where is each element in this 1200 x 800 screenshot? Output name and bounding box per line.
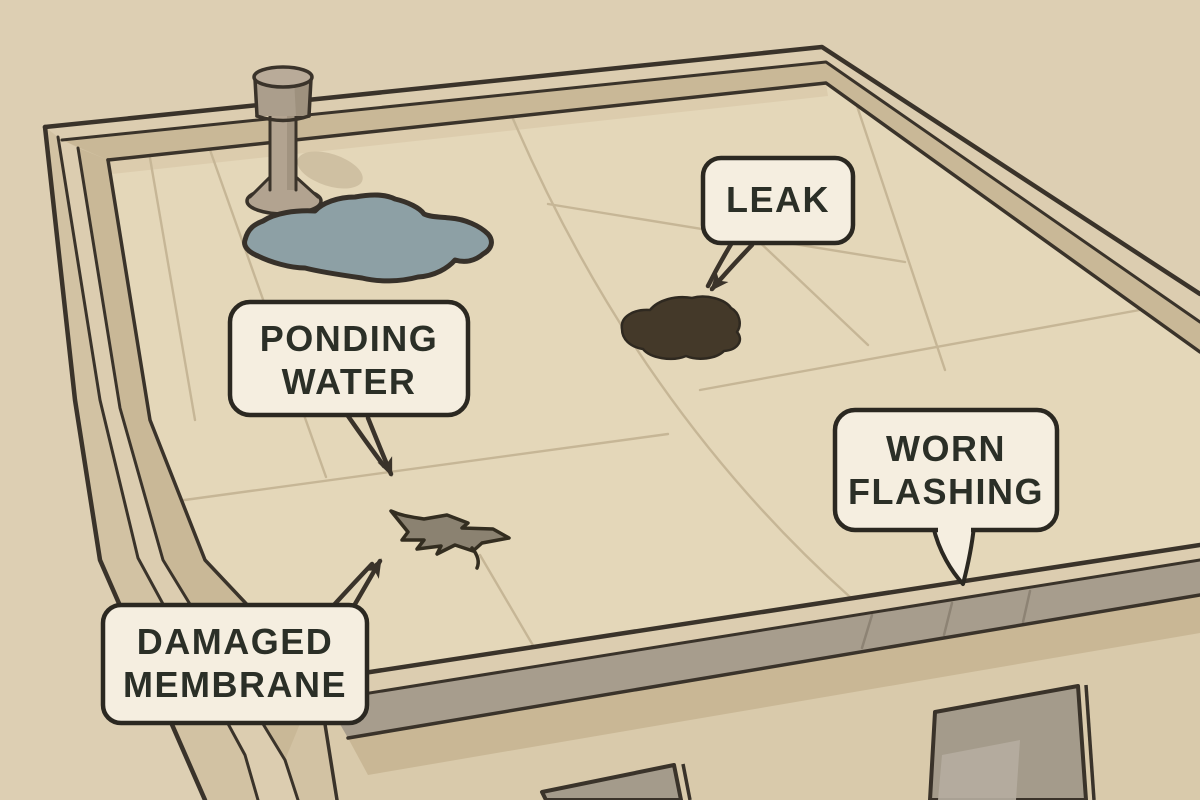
ponding-water-arrow (345, 413, 394, 477)
callouts: LEAK PONDING WATER WORN FLASHING (100, 155, 1060, 726)
callout-ponding-water: PONDING WATER (227, 299, 471, 477)
ponding-water-label-line1: PONDING (260, 318, 439, 359)
roof-edge-coping (318, 545, 1200, 700)
back-parapet-top (45, 47, 826, 140)
leak-stain (620, 295, 742, 361)
damaged-membrane-label-line1: DAMAGED (137, 621, 334, 662)
vent-pipe (245, 65, 323, 216)
damaged-membrane-bubble (100, 602, 370, 726)
back-parapet-inner-face (62, 62, 826, 160)
damaged-membrane-label-line2: MEMBRANE (123, 664, 347, 705)
window-left-frame-line (681, 763, 692, 800)
damaged-membrane-tear (389, 509, 511, 570)
worn-flashing-band (326, 560, 1200, 738)
wall-top-band (348, 595, 1200, 775)
ponding-water-label-line2: WATER (282, 361, 417, 402)
ponding-water-puddle (242, 192, 494, 284)
leak-bubble (700, 155, 856, 246)
windows (540, 684, 1096, 800)
flashing-cracks (860, 589, 1032, 650)
worn-flashing-label-line1: WORN (886, 428, 1006, 469)
vent-shadow (297, 151, 363, 189)
right-parapet-inner-face (826, 62, 1200, 352)
ponding-water-bubble (227, 299, 471, 418)
worn-flashing-tail-join (938, 523, 971, 533)
window-right-frame-line (1084, 684, 1096, 800)
window-left (540, 763, 683, 800)
callout-leak: LEAK (700, 155, 856, 292)
right-parapet-top (822, 47, 1200, 322)
worn-flashing-tail (931, 524, 976, 586)
callout-worn-flashing: WORN FLASHING (832, 407, 1060, 586)
front-facade (315, 542, 1200, 800)
left-parapet-top (58, 137, 298, 800)
worn-flashing-label-line2: FLASHING (848, 471, 1044, 512)
callout-damaged-membrane: DAMAGED MEMBRANE (100, 558, 383, 726)
window-right-glass-highlight (938, 740, 1020, 800)
leak-label: LEAK (726, 179, 830, 220)
